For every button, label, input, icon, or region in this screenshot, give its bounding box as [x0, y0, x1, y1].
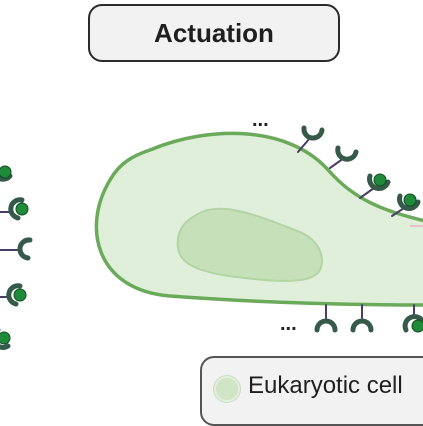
membrane-receptors-bottom: [314, 304, 423, 333]
legend-label: Eukaryotic cell: [248, 372, 403, 399]
ellipsis-bottom: ...: [280, 313, 297, 335]
ellipsis-top: ...: [252, 109, 269, 131]
diagram-canvas: ... ...: [0, 109, 423, 350]
legend-swatch-eukaryotic-cell: [214, 376, 240, 402]
membrane-receptors-top: [297, 125, 421, 217]
title-box: Actuation: [88, 4, 340, 62]
nucleus: [176, 207, 323, 282]
legend: Eukaryotic cell: [200, 356, 423, 426]
title: Actuation: [154, 17, 274, 48]
left-cell-receptors: [0, 165, 33, 350]
